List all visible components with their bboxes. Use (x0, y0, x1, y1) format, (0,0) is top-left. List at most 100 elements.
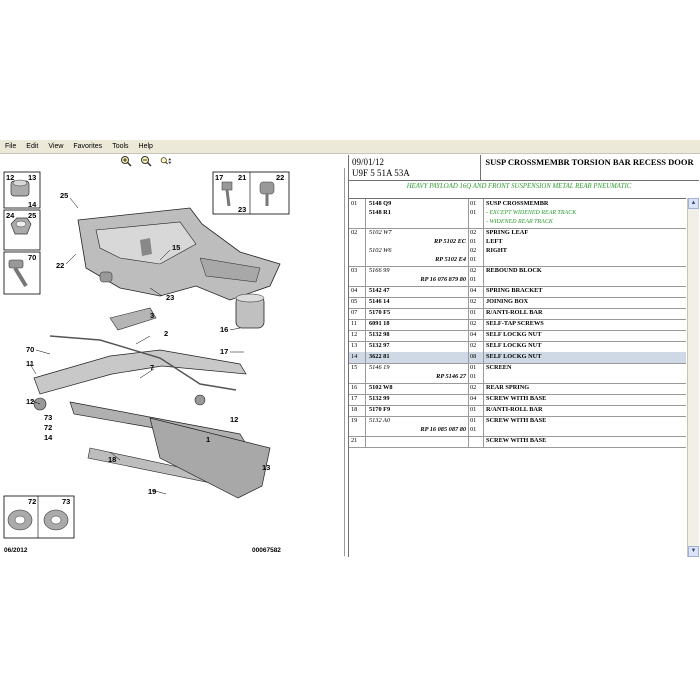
callout-label: 72 (28, 497, 36, 506)
part-description: SUSP CROSSMEMBR (486, 200, 549, 207)
callout-label: 3 (150, 311, 154, 320)
menu-help[interactable]: Help (138, 143, 153, 150)
air-spring-drawing (235, 293, 265, 329)
part-reference[interactable]: 5166 99 (369, 267, 390, 274)
callout-label: 2 (164, 329, 168, 338)
callout-label: 14 (28, 200, 37, 209)
zoom-toolbar (0, 154, 346, 168)
diagram-date: 06/2012 (4, 547, 28, 554)
part-note: - WIDENED REAR TRACK (486, 219, 553, 225)
menu-edit[interactable]: Edit (26, 143, 39, 150)
part-reference[interactable]: RP 16 076 879 80 (420, 276, 466, 283)
callout-label: 17 (215, 173, 223, 182)
part-quantity: 08 (470, 353, 477, 360)
part-description: SCREW WITH BASE (486, 395, 547, 402)
zoom-pan-icon[interactable] (160, 155, 172, 167)
part-quantity: 01 (470, 209, 477, 216)
callout-label: 15 (172, 243, 180, 252)
part-reference[interactable]: 5132 98 (369, 331, 390, 338)
part-reference[interactable]: 5132 A0 (369, 417, 391, 424)
part-reference[interactable]: RP 5102 E4 (435, 256, 466, 263)
bolt-icon (221, 181, 233, 207)
menu-view[interactable]: View (48, 143, 64, 150)
part-quantity: 02 (470, 247, 477, 254)
part-reference[interactable]: 5132 99 (369, 395, 390, 402)
part-reference[interactable]: 5102 W6 (369, 247, 392, 254)
part-reference[interactable]: 6091 18 (369, 320, 390, 327)
callout-label: 70 (28, 253, 36, 262)
part-reference[interactable]: 5146 19 (369, 364, 390, 371)
part-quantity: 01 (470, 417, 477, 424)
row-index: 03 (351, 267, 358, 274)
parts-list-panel: 09/01/12 U9F 5 51A 53A SUSP CROSSMEMBR T… (348, 155, 699, 557)
row-index: 12 (351, 331, 358, 338)
part-quantity: 04 (470, 331, 477, 338)
row-index: 07 (351, 309, 358, 316)
menu-favorites[interactable]: Favorites (73, 143, 103, 150)
part-reference[interactable]: 5102 W8 (369, 384, 393, 391)
part-quantity: 02 (470, 298, 477, 305)
part-quantity: 01 (470, 276, 477, 283)
part-reference[interactable]: RP 16 085 087 80 (420, 426, 466, 433)
menu-bar: File Edit View Favorites Tools Help (0, 140, 700, 154)
part-reference[interactable]: RP 5146 27 (436, 373, 466, 380)
part-description: REAR SPRING (486, 384, 530, 391)
part-description: SELF-TAP SCREWS (486, 320, 544, 327)
row-index: 18 (351, 406, 358, 413)
callout-label: 18 (108, 455, 116, 464)
zoom-out-icon[interactable] (140, 155, 152, 167)
menu-tools[interactable]: Tools (112, 143, 129, 150)
part-reference[interactable]: 5148 Q9 (369, 200, 392, 207)
callout-label: 73 (62, 497, 70, 506)
nut-icon (10, 217, 32, 235)
part-quantity: 02 (470, 342, 477, 349)
callout-label: 1 (206, 435, 210, 444)
part-reference[interactable]: 5170 F5 (369, 309, 391, 316)
row-index: 11 (351, 320, 358, 327)
part-reference[interactable]: 5170 F9 (369, 406, 391, 413)
table-row[interactable]: 11 6091 18 02 SELF-TAP SCREWS (349, 319, 686, 331)
part-description: REBOUND BLOCK (486, 267, 542, 274)
part-description: SELF LOCKG NUT (486, 331, 542, 338)
scroll-down-icon[interactable]: ▼ (688, 546, 699, 557)
part-reference[interactable]: 5102 W7 (369, 229, 392, 236)
part-reference[interactable]: 5146 14 (369, 298, 390, 305)
parts-table: 01 5148 Q9 01 SUSP CROSSMEMBR 5148 R1 01 - EXC… (349, 198, 686, 558)
callout-label: 25 (60, 191, 68, 200)
callout-label: 12 (230, 415, 238, 424)
scroll-up-icon[interactable]: ▲ (688, 198, 699, 209)
part-reference[interactable]: 5148 R1 (369, 209, 391, 216)
part-description: SPRING BRACKET (486, 287, 543, 294)
part-quantity: 02 (470, 320, 477, 327)
washer-icon (43, 509, 69, 531)
part-reference[interactable]: 5132 97 (369, 342, 390, 349)
part-reference[interactable]: 5142 47 (369, 287, 390, 294)
part-note: - EXCEPT WIDENED REAR TRACK (486, 210, 577, 216)
callout-label: 14 (44, 433, 53, 442)
part-reference[interactable]: RP 5102 EC (434, 238, 466, 245)
parts-scrollbar[interactable]: ▲ ▼ (687, 198, 699, 557)
bolt-icon (8, 259, 28, 288)
callout-label: 72 (44, 423, 52, 432)
part-reference[interactable]: 3622 81 (369, 353, 390, 360)
menu-file[interactable]: File (5, 143, 17, 150)
part-description: SCREW WITH BASE (486, 417, 547, 424)
zoom-in-icon[interactable] (120, 155, 132, 167)
part-quantity: 01 (470, 256, 477, 263)
part-quantity: 02 (470, 229, 477, 236)
diagram-canvas[interactable]: 12 13 14 24 25 70 17 21 22 23 25 22 15 2… (0, 168, 344, 556)
table-row[interactable]: 12 5132 98 04 SELF LOCKG NUT (349, 330, 686, 342)
